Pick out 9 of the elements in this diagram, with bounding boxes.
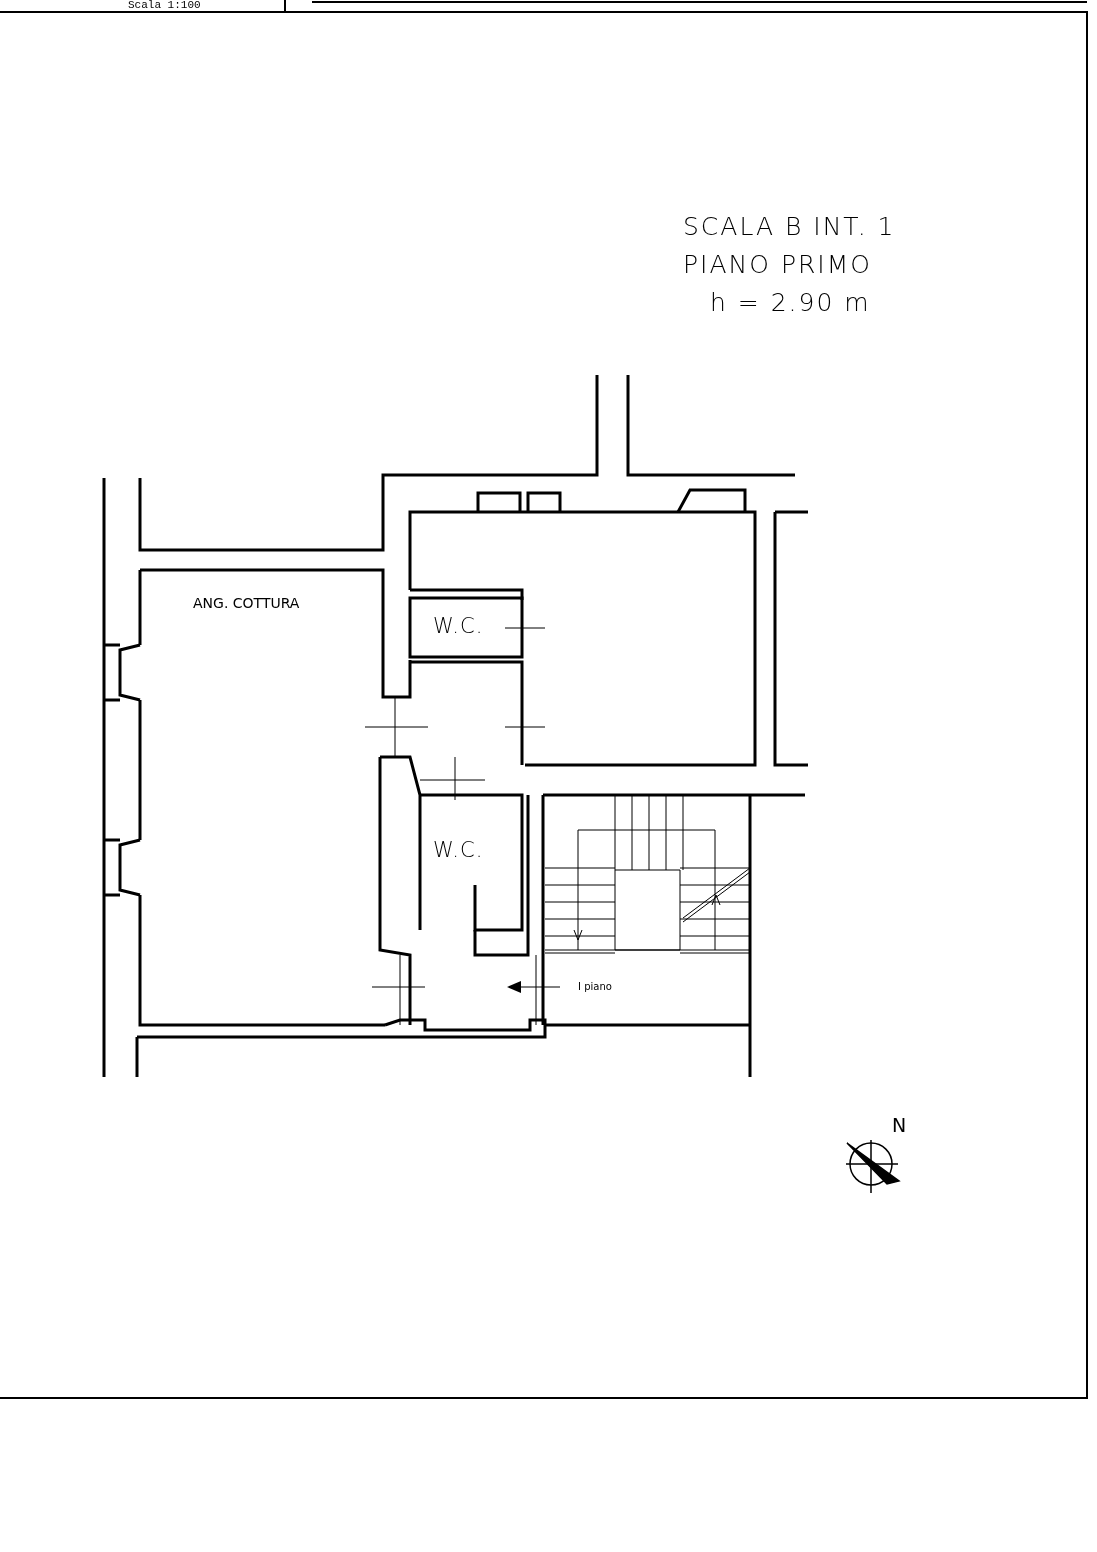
north-label: N — [892, 1116, 907, 1135]
floor-title: PIANO PRIMO — [683, 252, 872, 277]
room-label: W.C. — [433, 616, 484, 637]
scale-note: Scala 1:100 — [128, 0, 201, 11]
stair-label: I piano — [578, 982, 612, 992]
ceiling-height: h = 2.90 m — [710, 290, 871, 315]
floor-title: SCALA B INT. 1 — [683, 214, 896, 239]
room-label: ANG. COTTURA — [193, 596, 300, 610]
room-label: W.C. — [433, 840, 484, 861]
